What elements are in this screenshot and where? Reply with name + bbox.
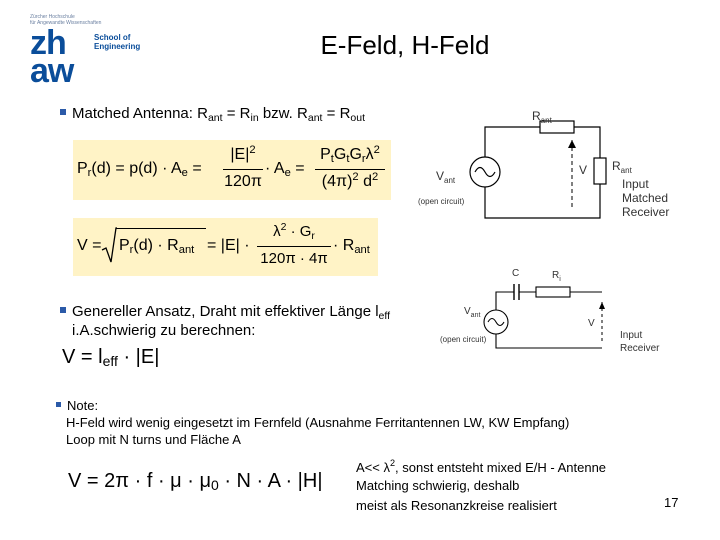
- logo-school-2: Engineering: [94, 42, 141, 51]
- formula-voltage: V = Pr(d) · Rant = |E| · λ2 · Gr 120π · …: [73, 218, 378, 276]
- formula-received-power: Pr(d) = p(d) · Ae = |E|2 120π · Ae = PtG…: [73, 140, 391, 200]
- formula-effective-length: V = leff · |E|: [62, 346, 160, 369]
- receiver-label: Receiver: [622, 205, 669, 219]
- zhaw-logo: Zürcher Hochschule für Angewandte Wissen…: [30, 14, 150, 90]
- bullet-square-icon: [56, 402, 61, 408]
- open-circuit-label-2: (open circuit): [440, 335, 487, 344]
- r-ant-right-label: Rant: [612, 159, 633, 175]
- note-label: Note:: [56, 397, 98, 414]
- caption-line-3: meist als Resonanzkreise realisiert: [356, 498, 557, 513]
- bullet-general-approach: Genereller Ansatz, Draht mit effektiver …: [60, 302, 390, 321]
- v-out-label: V: [579, 163, 587, 177]
- matched-antenna-circuit: Rant Vant (open circuit) V Rant Input Ma…: [418, 109, 669, 219]
- formula-loop-voltage: V = 2π · f · μ · μ0 · N · A · |H|: [68, 470, 323, 493]
- note-line-1: H-Feld wird wenig eingesetzt im Fernfeld…: [66, 415, 570, 430]
- v-ant-label: Vant: [436, 169, 456, 185]
- input-label-2: Input: [620, 330, 642, 341]
- logo-zh: zh: [30, 24, 67, 62]
- receiver-label-2: Receiver: [620, 343, 660, 354]
- input-label: Input: [622, 177, 649, 191]
- open-circuit-label: (open circuit): [418, 197, 465, 206]
- page-title: E-Feld, H-Feld: [320, 30, 490, 60]
- logo-line-2: für Angewandte Wissenschaften: [30, 20, 102, 26]
- note-line-2: Loop mit N turns und Fläche A: [66, 432, 241, 447]
- logo-school-1: School of: [94, 33, 131, 42]
- c-label: C: [512, 268, 519, 279]
- matched-label: Matched: [622, 191, 668, 205]
- v-ant-label-2: Vant: [464, 306, 480, 319]
- ri-label: Ri: [552, 270, 561, 283]
- bullet-matched-antenna: Matched Antenna: Rant = Rin bzw. Rant = …: [60, 104, 365, 123]
- caption-line-2: Matching schwierig, deshalb: [356, 478, 520, 493]
- caption-line-1: A<< λ2, sonst entsteht mixed E/H - Anten…: [356, 458, 607, 475]
- r-ant-top-label: Rant: [532, 109, 553, 125]
- page-number: 17: [664, 495, 679, 510]
- receiver-circuit: C Ri Vant (open circuit) V Input Receive…: [440, 268, 660, 354]
- bullet-general-approach-line2: i.A.schwierig zu berechnen:: [72, 322, 256, 339]
- logo-aw: aw: [30, 52, 74, 90]
- v-out-label-2: V: [588, 318, 595, 329]
- sqrt-sign-icon: [101, 227, 117, 263]
- bullet-square-icon: [60, 307, 66, 314]
- logo-line-1: Zürcher Hochschule: [30, 14, 75, 20]
- bullet-square-icon: [60, 109, 66, 116]
